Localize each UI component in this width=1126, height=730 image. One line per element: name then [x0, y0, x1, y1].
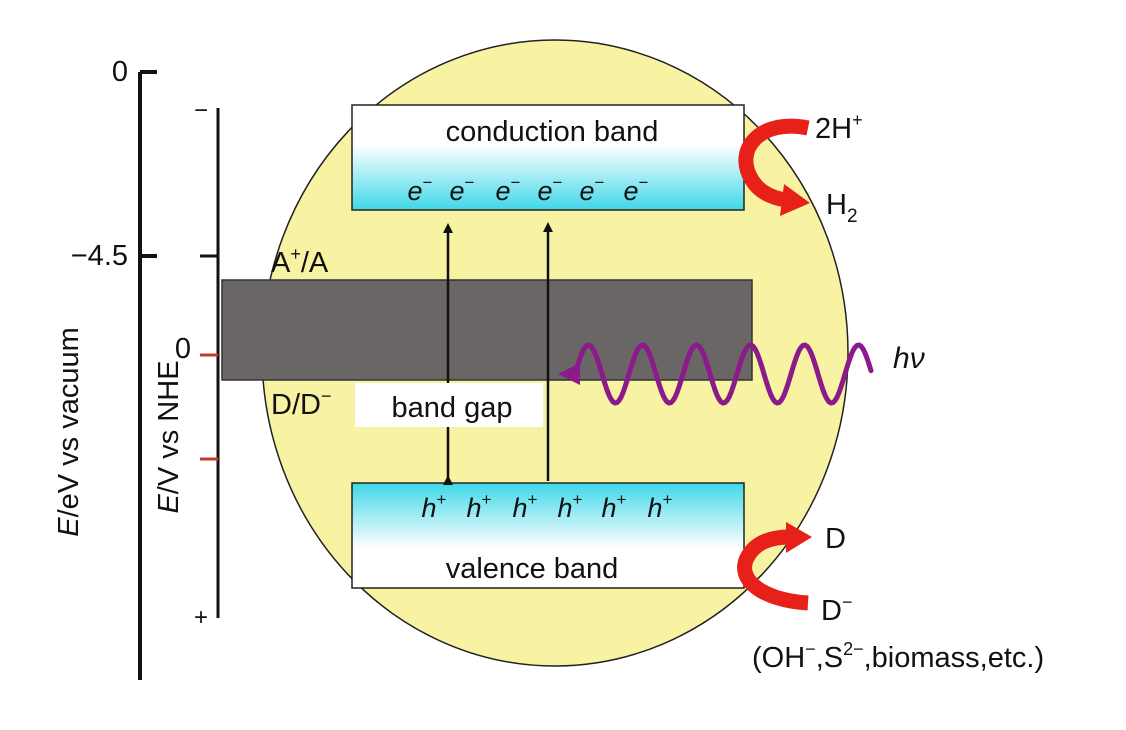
vacuum-tick-minus-4-5: −4.5: [71, 240, 128, 272]
valence-band-label: valence band: [446, 553, 619, 585]
hole-6: h+: [648, 490, 673, 523]
hole-row: h+ h+ h+ h+ h+ h+: [422, 490, 673, 523]
vacuum-tick-zero: 0: [112, 56, 128, 88]
electron-1: e−: [408, 173, 433, 206]
donor-couple-label: D/D−: [271, 386, 331, 421]
hole-2: h+: [467, 490, 492, 523]
donor-examples: (OH−,S2−,biomass,etc.): [752, 639, 1044, 674]
electron-row: e− e− e− e− e− e−: [408, 173, 649, 206]
nhe-tick-zero: 0: [175, 333, 191, 365]
hole-1: h+: [422, 490, 447, 523]
nhe-minus-sign: −: [194, 97, 208, 124]
acceptor-couple-label: A+/A: [271, 244, 329, 279]
electron-2: e−: [450, 173, 475, 206]
hole-4: h+: [558, 490, 583, 523]
hole-5: h+: [602, 490, 627, 523]
electron-6: e−: [624, 173, 649, 206]
valence-band: valence band h+ h+ h+ h+ h+ h+: [351, 482, 745, 589]
band-gap-label-box: band gap: [355, 383, 543, 427]
nhe-plus-sign: +: [194, 604, 208, 631]
photon-wave: [558, 342, 874, 406]
vacuum-axis-label: E/eV vs vacuum: [53, 327, 85, 537]
conduction-band: conduction band e− e− e− e− e− e−: [351, 104, 745, 211]
reduction-reactant: 2H+: [815, 110, 863, 145]
conduction-band-label: conduction band: [446, 116, 659, 148]
photon-energy-label: hν: [893, 342, 925, 375]
vacuum-energy-axis: 0 −4.5 E/eV vs vacuum: [53, 56, 157, 680]
reduction-arrow: [738, 118, 810, 216]
oxidation-product: D: [825, 523, 846, 555]
electron-4: e−: [538, 173, 563, 206]
electron-3: e−: [496, 173, 521, 206]
oxidation-arrow: [737, 522, 812, 611]
hole-3: h+: [513, 490, 538, 523]
reduction-product: H2: [826, 189, 858, 227]
redox-window-bar: [221, 279, 753, 381]
band-gap-label: band gap: [392, 392, 513, 424]
nhe-axis-label: E/V vs NHE: [153, 360, 185, 513]
nhe-potential-axis: − + 0 E/V vs NHE: [153, 97, 220, 631]
oxidation-reactant: D−: [821, 592, 852, 627]
electron-5: e−: [580, 173, 605, 206]
